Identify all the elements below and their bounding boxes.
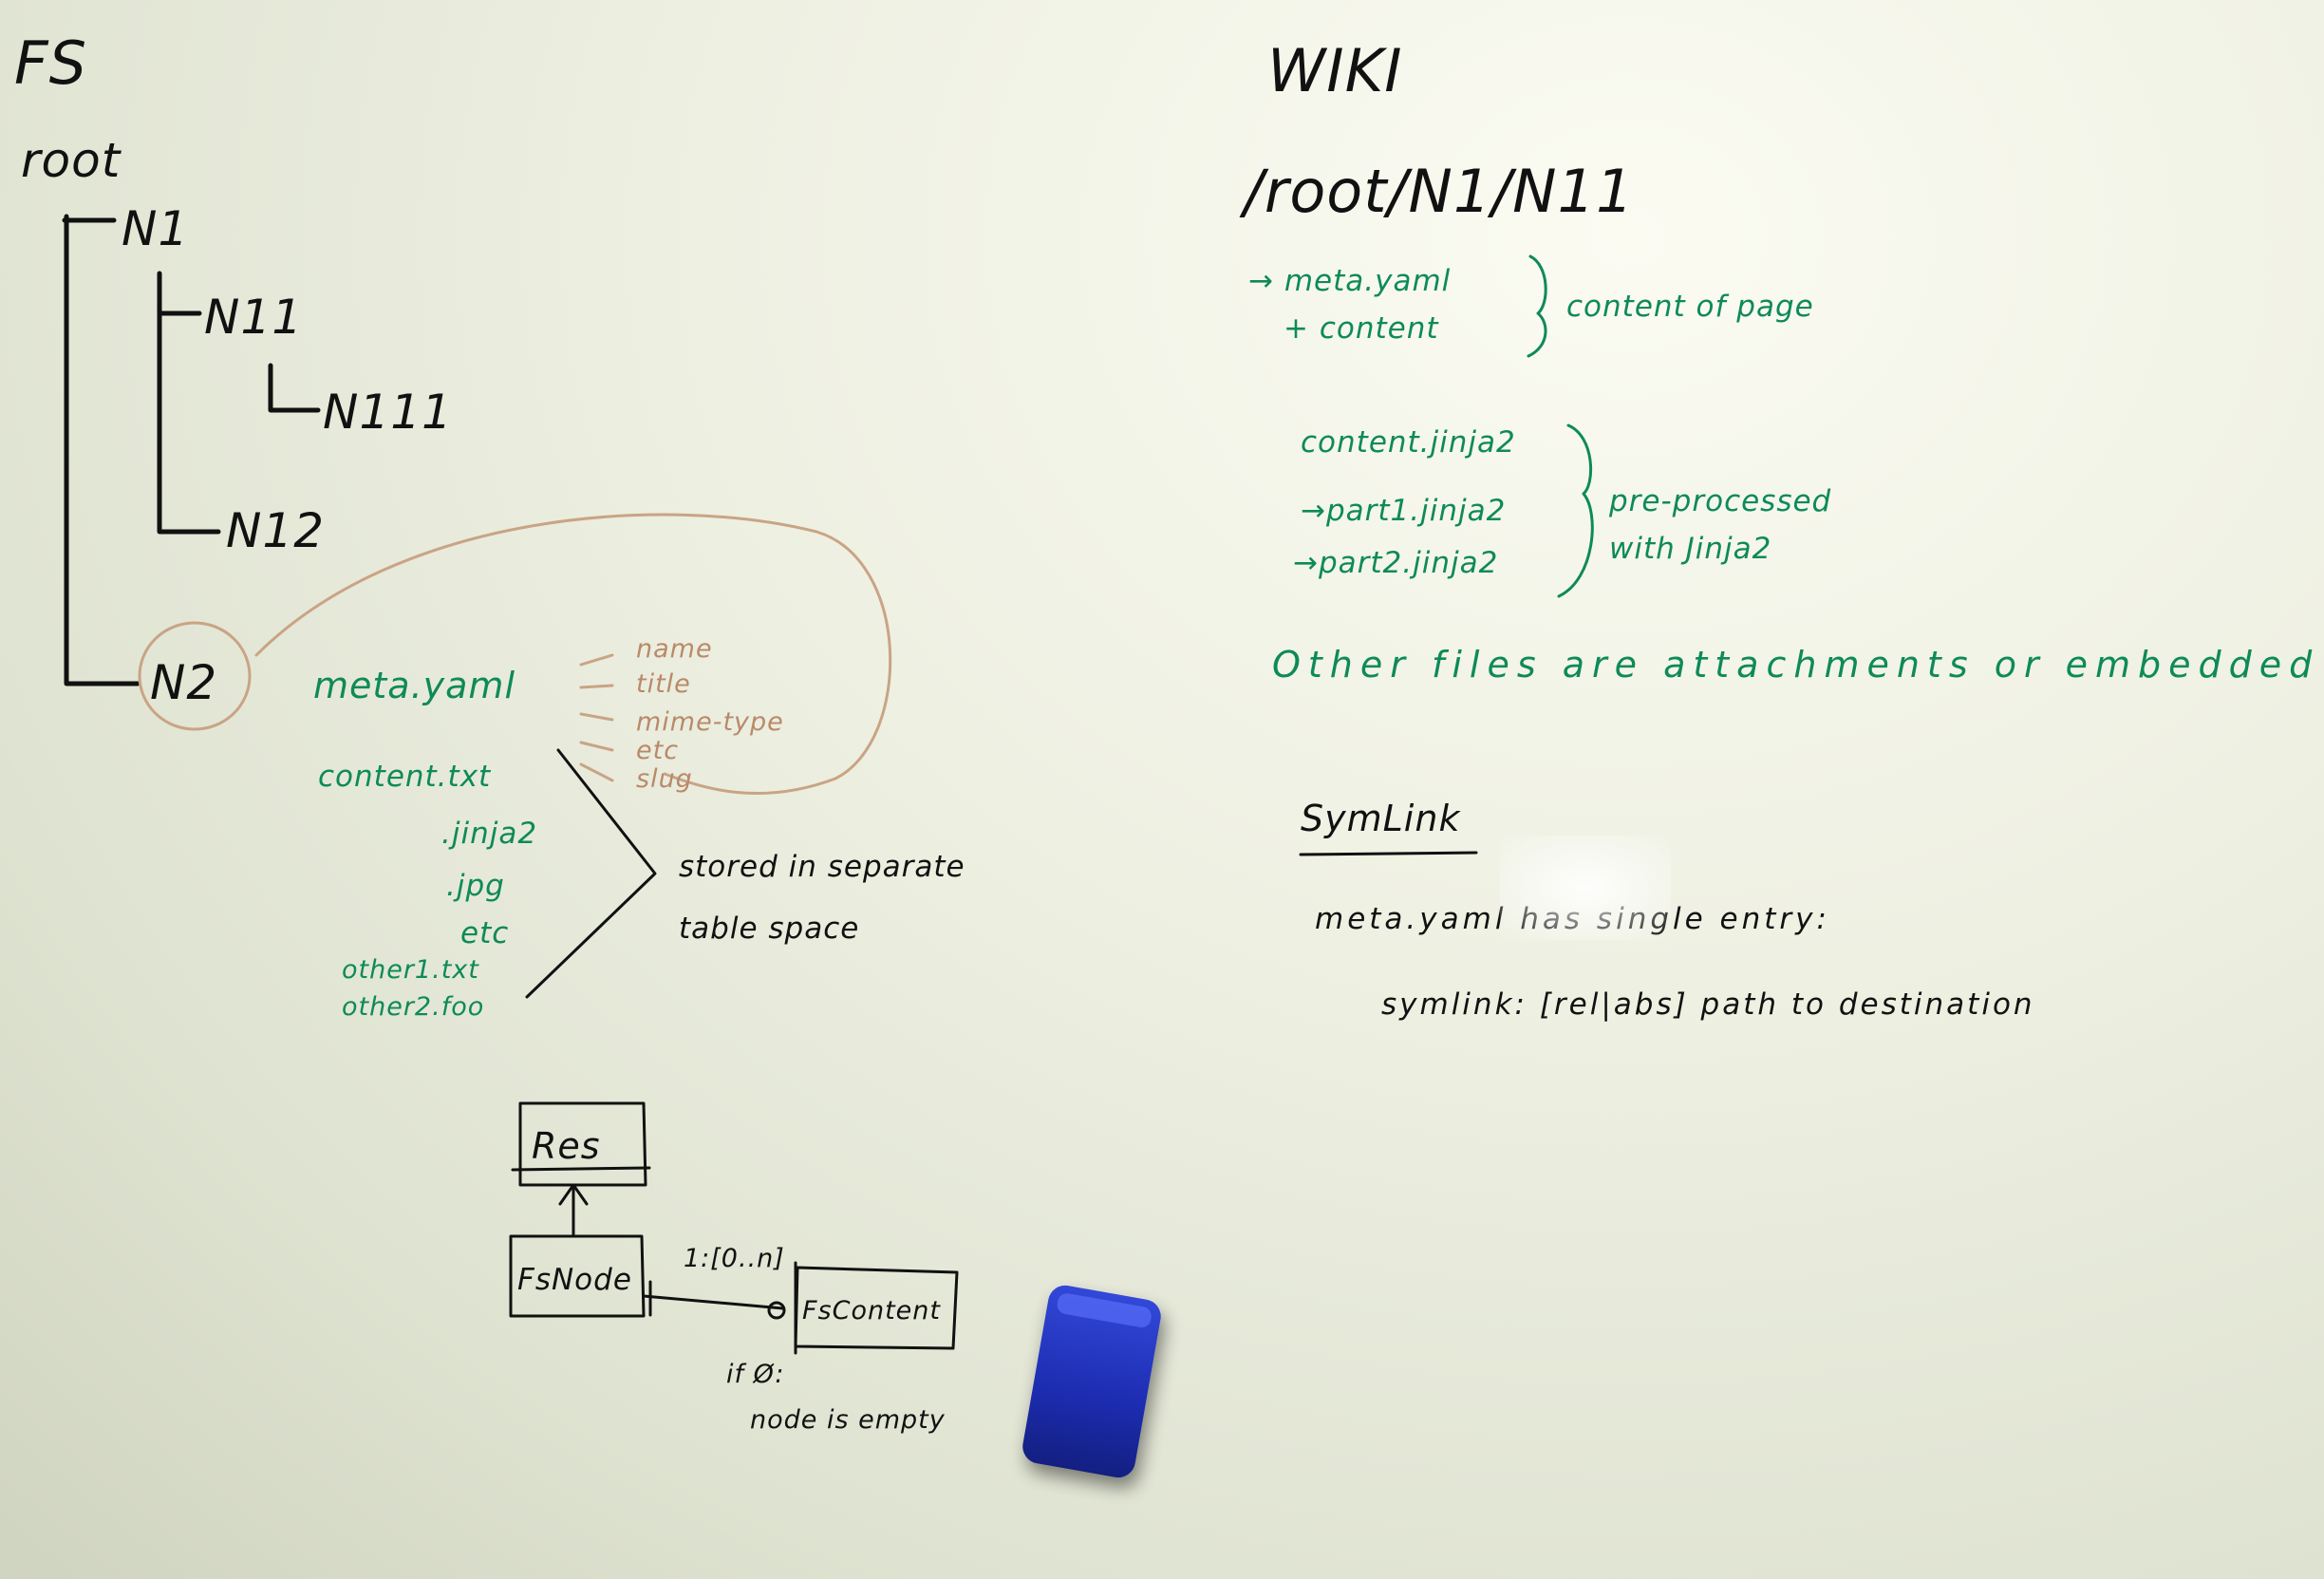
uml-diagram [509,1101,959,1355]
jinja-file: content.jinja2 [1301,425,1516,460]
meta-field: mime-type [636,707,784,737]
meta-field: title [636,669,691,699]
meta-field: name [636,634,713,664]
meta-yaml-label: meta.yaml [313,665,516,706]
stored-note: stored in separate [679,850,965,884]
wiki-meta-line: + content [1284,311,1439,346]
fsnode-box [509,1234,646,1318]
n2-circle [138,621,252,731]
wiki-braces [1527,254,1594,598]
content-of-page-note: content of page [1566,290,1814,324]
content-of-page-brace [1527,254,1547,358]
content-file: etc [460,916,510,950]
symlink-underline [1299,851,1478,856]
content-file: content.txt [318,760,492,794]
other-file: other2.foo [342,992,485,1022]
wiki-meta-line: → meta.yaml [1248,264,1452,298]
preprocessed-brace [1557,423,1594,598]
res-box [518,1101,647,1187]
inherit-arrow [558,1183,589,1206]
fs-title: FS [14,28,88,98]
tree-trunk-root [64,214,141,686]
tree-branch-n111 [268,363,321,413]
association-line [642,1294,785,1310]
content-file: .jpg [446,869,505,903]
tree-lines [62,214,321,686]
uml-empty-note: if Ø: [726,1360,785,1389]
wiki-title: WIKI [1267,36,1403,105]
jinja-file: →part1.jinja2 [1301,494,1507,528]
tree-root-label: root [21,133,122,188]
tree-trunk-n1 [157,271,221,535]
tree-node-n12: N12 [226,503,326,558]
slug-loop [254,513,892,796]
stored-note: table space [679,912,860,946]
uml-multiplicity: 1:[0..n] [684,1244,785,1273]
symlink-line: meta.yaml has single entry: [1315,902,1830,936]
tree-node-n11: N11 [204,290,304,345]
other-file: other1.txt [342,955,479,985]
stored-bracket [525,748,657,999]
tree-node-n1: N1 [122,201,190,256]
preprocessed-note: pre-processed [1609,484,1832,518]
jinja-file: →part2.jinja2 [1293,546,1499,580]
meta-field: etc [636,736,680,765]
uml-fscontent-label: FsContent [802,1296,941,1325]
meta-field: slug [636,764,693,794]
symlink-line: symlink: [rel|abs] path to destination [1381,987,2035,1022]
uml-res-label: Res [532,1125,601,1167]
tree-node-n2: N2 [150,655,218,710]
symlink-heading: SymLink [1301,798,1461,839]
other-files-note: Other files are attachments or embedded … [1272,644,2324,686]
uml-empty-note: node is empty [750,1405,946,1435]
uml-fsnode-label: FsNode [517,1263,632,1297]
meta-dashes [579,653,614,782]
tree-node-n111: N111 [323,385,453,440]
preprocessed-note: with Jinja2 [1609,532,1772,566]
wiki-path: /root/N1/N11 [1244,157,1635,226]
content-file: .jinja2 [441,817,538,851]
